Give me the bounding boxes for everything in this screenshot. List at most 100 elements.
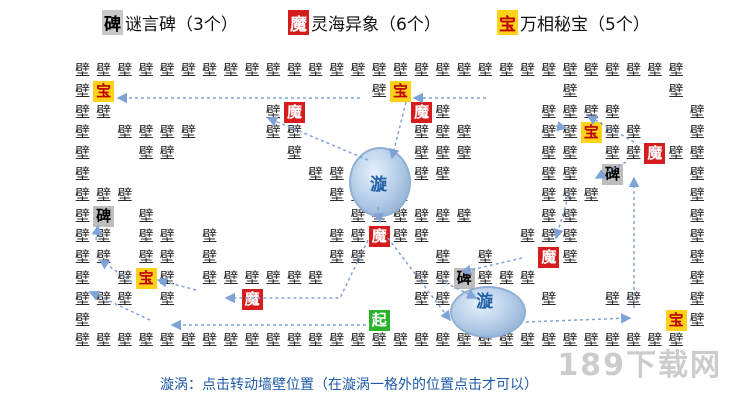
wall-tile[interactable]: 壁	[604, 144, 620, 163]
wall-tile[interactable]: 壁	[435, 289, 451, 308]
wall-tile[interactable]: 壁	[223, 269, 239, 287]
wall-tile[interactable]: 壁	[689, 269, 705, 287]
wall-tile[interactable]: 壁	[286, 144, 302, 163]
wall-tile[interactable]: 壁	[286, 269, 302, 287]
wall-tile[interactable]: 壁	[689, 248, 705, 267]
wall-tile[interactable]: 壁	[604, 289, 620, 308]
wall-tile[interactable]: 壁	[96, 185, 112, 204]
wall-tile[interactable]: 壁	[435, 102, 451, 121]
wall-tile[interactable]: 壁	[435, 61, 451, 79]
wall-tile[interactable]: 壁	[329, 331, 345, 350]
wall-tile[interactable]: 壁	[520, 61, 536, 79]
wall-tile[interactable]: 壁	[392, 61, 408, 79]
wall-tile[interactable]: 壁	[159, 248, 175, 267]
vortex-upper[interactable]	[349, 147, 411, 217]
wall-tile[interactable]: 壁	[562, 227, 578, 246]
wall-tile[interactable]: 壁	[668, 81, 684, 100]
wall-tile[interactable]: 壁	[74, 310, 90, 329]
wall-tile[interactable]: 壁	[689, 123, 705, 142]
wall-tile[interactable]: 壁	[689, 185, 705, 204]
wall-tile[interactable]: 壁	[286, 123, 302, 142]
wall-tile[interactable]: 壁	[308, 331, 324, 350]
wall-tile[interactable]: 壁	[180, 123, 196, 142]
wall-tile[interactable]: 壁	[138, 206, 154, 225]
wall-tile[interactable]: 壁	[456, 123, 472, 142]
wall-tile[interactable]: 壁	[159, 123, 175, 142]
wall-tile[interactable]: 壁	[626, 331, 642, 350]
wall-tile[interactable]: 壁	[562, 165, 578, 183]
wall-tile[interactable]: 壁	[350, 227, 366, 246]
wall-tile[interactable]: 壁	[371, 61, 387, 79]
wall-tile[interactable]: 壁	[541, 185, 557, 204]
wall-tile[interactable]: 壁	[159, 227, 175, 246]
wall-tile[interactable]: 壁	[74, 248, 90, 267]
wall-tile[interactable]: 壁	[350, 61, 366, 79]
wall-tile[interactable]: 壁	[562, 206, 578, 225]
wall-tile[interactable]: 壁	[74, 144, 90, 163]
wall-tile[interactable]: 壁	[265, 61, 281, 79]
wall-tile[interactable]: 壁	[604, 331, 620, 350]
wall-tile[interactable]: 壁	[562, 331, 578, 350]
wall-tile[interactable]: 壁	[74, 269, 90, 287]
wall-tile[interactable]: 壁	[96, 102, 112, 121]
wall-tile[interactable]: 壁	[604, 123, 620, 142]
wall-tile[interactable]: 壁	[541, 144, 557, 163]
wall-tile[interactable]: 壁	[668, 61, 684, 79]
wall-tile[interactable]: 壁	[456, 206, 472, 225]
wall-tile[interactable]: 壁	[159, 331, 175, 350]
wall-tile[interactable]: 壁	[244, 61, 260, 79]
wall-tile[interactable]: 壁	[435, 331, 451, 350]
wall-tile[interactable]: 壁	[562, 81, 578, 100]
wall-tile[interactable]: 壁	[329, 248, 345, 267]
wall-tile[interactable]: 壁	[435, 165, 451, 183]
wall-tile[interactable]: 壁	[350, 331, 366, 350]
wall-tile[interactable]: 壁	[308, 269, 324, 287]
wall-tile[interactable]: 壁	[74, 185, 90, 204]
wall-tile[interactable]: 壁	[392, 331, 408, 350]
wall-tile[interactable]: 壁	[286, 61, 302, 79]
wall-tile[interactable]: 壁	[647, 61, 663, 79]
wall-tile[interactable]: 壁	[583, 185, 599, 204]
wall-tile[interactable]: 壁	[74, 61, 90, 79]
wall-tile[interactable]: 壁	[74, 331, 90, 350]
wall-tile[interactable]: 壁	[308, 165, 324, 183]
wall-tile[interactable]: 壁	[202, 227, 218, 246]
wall-tile[interactable]: 壁	[329, 61, 345, 79]
wall-tile[interactable]: 壁	[435, 144, 451, 163]
wall-tile[interactable]: 壁	[562, 61, 578, 79]
wall-tile[interactable]: 壁	[520, 227, 536, 246]
wall-tile[interactable]: 壁	[96, 61, 112, 79]
wall-tile[interactable]: 壁	[626, 61, 642, 79]
wall-tile[interactable]: 壁	[498, 61, 514, 79]
wall-tile[interactable]: 壁	[138, 248, 154, 267]
wall-tile[interactable]: 壁	[414, 289, 430, 308]
wall-tile[interactable]: 壁	[414, 144, 430, 163]
wall-tile[interactable]: 壁	[456, 144, 472, 163]
wall-tile[interactable]: 壁	[308, 61, 324, 79]
wall-tile[interactable]: 壁	[562, 144, 578, 163]
wall-tile[interactable]: 壁	[74, 206, 90, 225]
wall-tile[interactable]: 壁	[371, 81, 387, 100]
wall-tile[interactable]: 壁	[202, 331, 218, 350]
wall-tile[interactable]: 壁	[371, 331, 387, 350]
wall-tile[interactable]: 壁	[456, 61, 472, 79]
wall-tile[interactable]: 壁	[689, 310, 705, 329]
wall-tile[interactable]: 壁	[477, 248, 493, 267]
wall-tile[interactable]: 壁	[414, 61, 430, 79]
wall-tile[interactable]: 壁	[414, 227, 430, 246]
wall-tile[interactable]: 壁	[562, 102, 578, 121]
wall-tile[interactable]: 壁	[668, 331, 684, 350]
wall-tile[interactable]: 壁	[689, 206, 705, 225]
wall-tile[interactable]: 壁	[626, 289, 642, 308]
wall-tile[interactable]: 壁	[414, 206, 430, 225]
wall-tile[interactable]: 壁	[117, 289, 133, 308]
wall-tile[interactable]: 壁	[265, 102, 281, 121]
wall-tile[interactable]: 壁	[435, 206, 451, 225]
wall-tile[interactable]: 壁	[159, 289, 175, 308]
wall-tile[interactable]: 壁	[202, 269, 218, 287]
wall-tile[interactable]: 壁	[414, 331, 430, 350]
wall-tile[interactable]: 壁	[96, 331, 112, 350]
wall-tile[interactable]: 壁	[138, 123, 154, 142]
wall-tile[interactable]: 壁	[117, 61, 133, 79]
wall-tile[interactable]: 壁	[74, 81, 90, 100]
